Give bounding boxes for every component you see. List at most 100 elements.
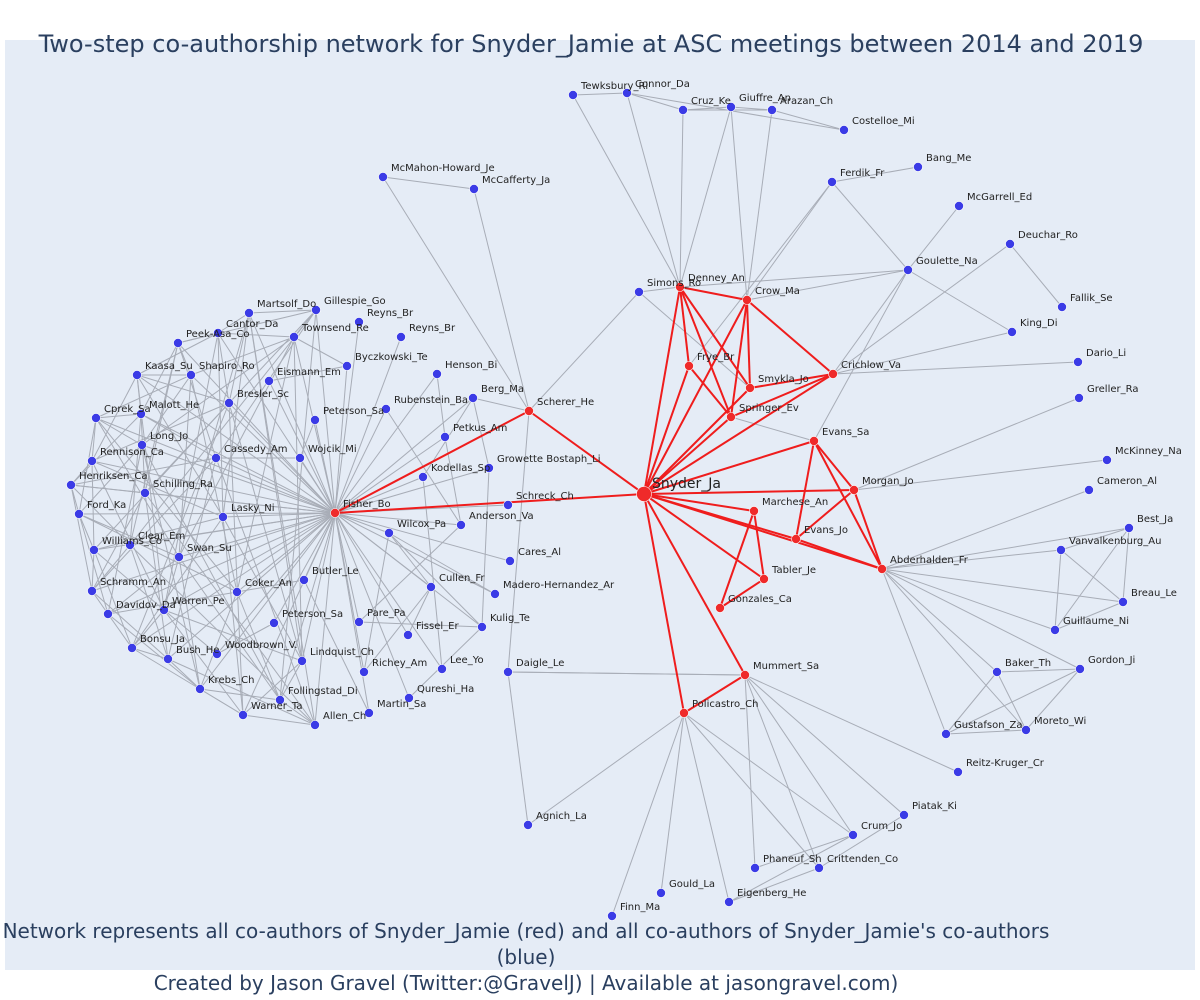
red-edge [679, 286, 732, 418]
node [275, 695, 285, 705]
node-label: King_Di [1020, 318, 1058, 329]
edge [754, 834, 854, 869]
node-label: Butler_Le [312, 566, 359, 577]
edge [248, 312, 336, 514]
edge [144, 492, 316, 726]
edge [407, 586, 432, 636]
edge [91, 512, 336, 592]
edge [141, 444, 336, 514]
edge [293, 336, 336, 514]
edge [507, 410, 530, 673]
edge [996, 671, 1027, 731]
node-label: Evans_Jo [804, 525, 848, 536]
edge [334, 512, 511, 562]
node [440, 432, 450, 442]
node-label: Lee_Yo [450, 655, 484, 666]
node-label: Bonsu_Ja [140, 634, 185, 645]
edge [408, 626, 483, 699]
node-label: Cameron_Al [1097, 476, 1157, 487]
edge [91, 460, 95, 551]
node-label: Peek-Asa_Co [186, 329, 249, 340]
node [468, 393, 478, 403]
edge [190, 374, 336, 514]
node [745, 383, 755, 393]
edge [638, 291, 751, 389]
edge [831, 166, 919, 183]
edge [222, 512, 336, 518]
edge [746, 181, 833, 301]
node-label: Lasky_Ni [231, 503, 275, 514]
node-label: Crittenden_Co [827, 854, 898, 865]
node-label: Tewksbury_Ri [580, 81, 648, 92]
edge [507, 671, 529, 826]
edge [216, 622, 275, 655]
edge [744, 674, 959, 773]
edge [131, 512, 336, 649]
red-edge [746, 299, 751, 389]
node [295, 453, 305, 463]
edge [334, 512, 410, 699]
node-label: Shapiro_Ro [199, 361, 255, 372]
edge [78, 513, 95, 551]
node-label: Anderson_Va [469, 511, 534, 522]
red-edge [334, 493, 645, 514]
node [381, 404, 391, 414]
node [432, 369, 442, 379]
node [675, 282, 685, 292]
edge [881, 568, 947, 735]
node [359, 667, 369, 677]
node [622, 88, 632, 98]
edge [199, 688, 244, 716]
edge [314, 419, 336, 514]
edge [93, 549, 133, 649]
node-label: Peterson_Sa [282, 609, 343, 620]
node [1056, 545, 1066, 555]
node [224, 398, 234, 408]
node-label: Clear_Em [138, 531, 185, 542]
edge [217, 332, 230, 404]
edge [881, 568, 1027, 731]
node [1021, 725, 1031, 735]
edge [167, 512, 336, 660]
edge [334, 408, 387, 514]
node [523, 820, 533, 830]
node-label: Henriksen_Ca [79, 471, 148, 482]
edge [881, 568, 998, 673]
edge [78, 513, 238, 593]
edge [279, 699, 316, 726]
edge [140, 413, 217, 459]
node-label: Reitz-Kruger_Cr [966, 758, 1045, 769]
node-label: Agnich_La [536, 811, 587, 822]
edge [167, 658, 201, 690]
node [941, 729, 951, 739]
caption: Network represents all co-authors of Sny… [0, 918, 1052, 996]
edge [107, 591, 238, 615]
edge [1060, 527, 1130, 551]
edge [679, 106, 732, 288]
edge [131, 609, 165, 649]
red-edge [643, 493, 755, 512]
edge [95, 374, 192, 419]
node [244, 308, 254, 318]
edge [279, 660, 303, 701]
node-label: Williams_Co [102, 536, 162, 547]
node [740, 670, 750, 680]
edge [444, 436, 462, 526]
node [726, 102, 736, 112]
node [66, 480, 76, 490]
node [913, 162, 923, 172]
node-label: McMahon-Howard_Je [391, 163, 495, 174]
node [1050, 625, 1060, 635]
node [297, 656, 307, 666]
node [103, 609, 113, 619]
node-label: Bresler_Sc [237, 389, 289, 400]
red-edge [643, 489, 855, 495]
edge [70, 413, 142, 486]
red-edge [643, 299, 748, 495]
red-edge [643, 365, 690, 495]
node [1084, 485, 1094, 495]
red-edge [753, 510, 765, 580]
edge [728, 834, 854, 903]
node [396, 332, 406, 342]
